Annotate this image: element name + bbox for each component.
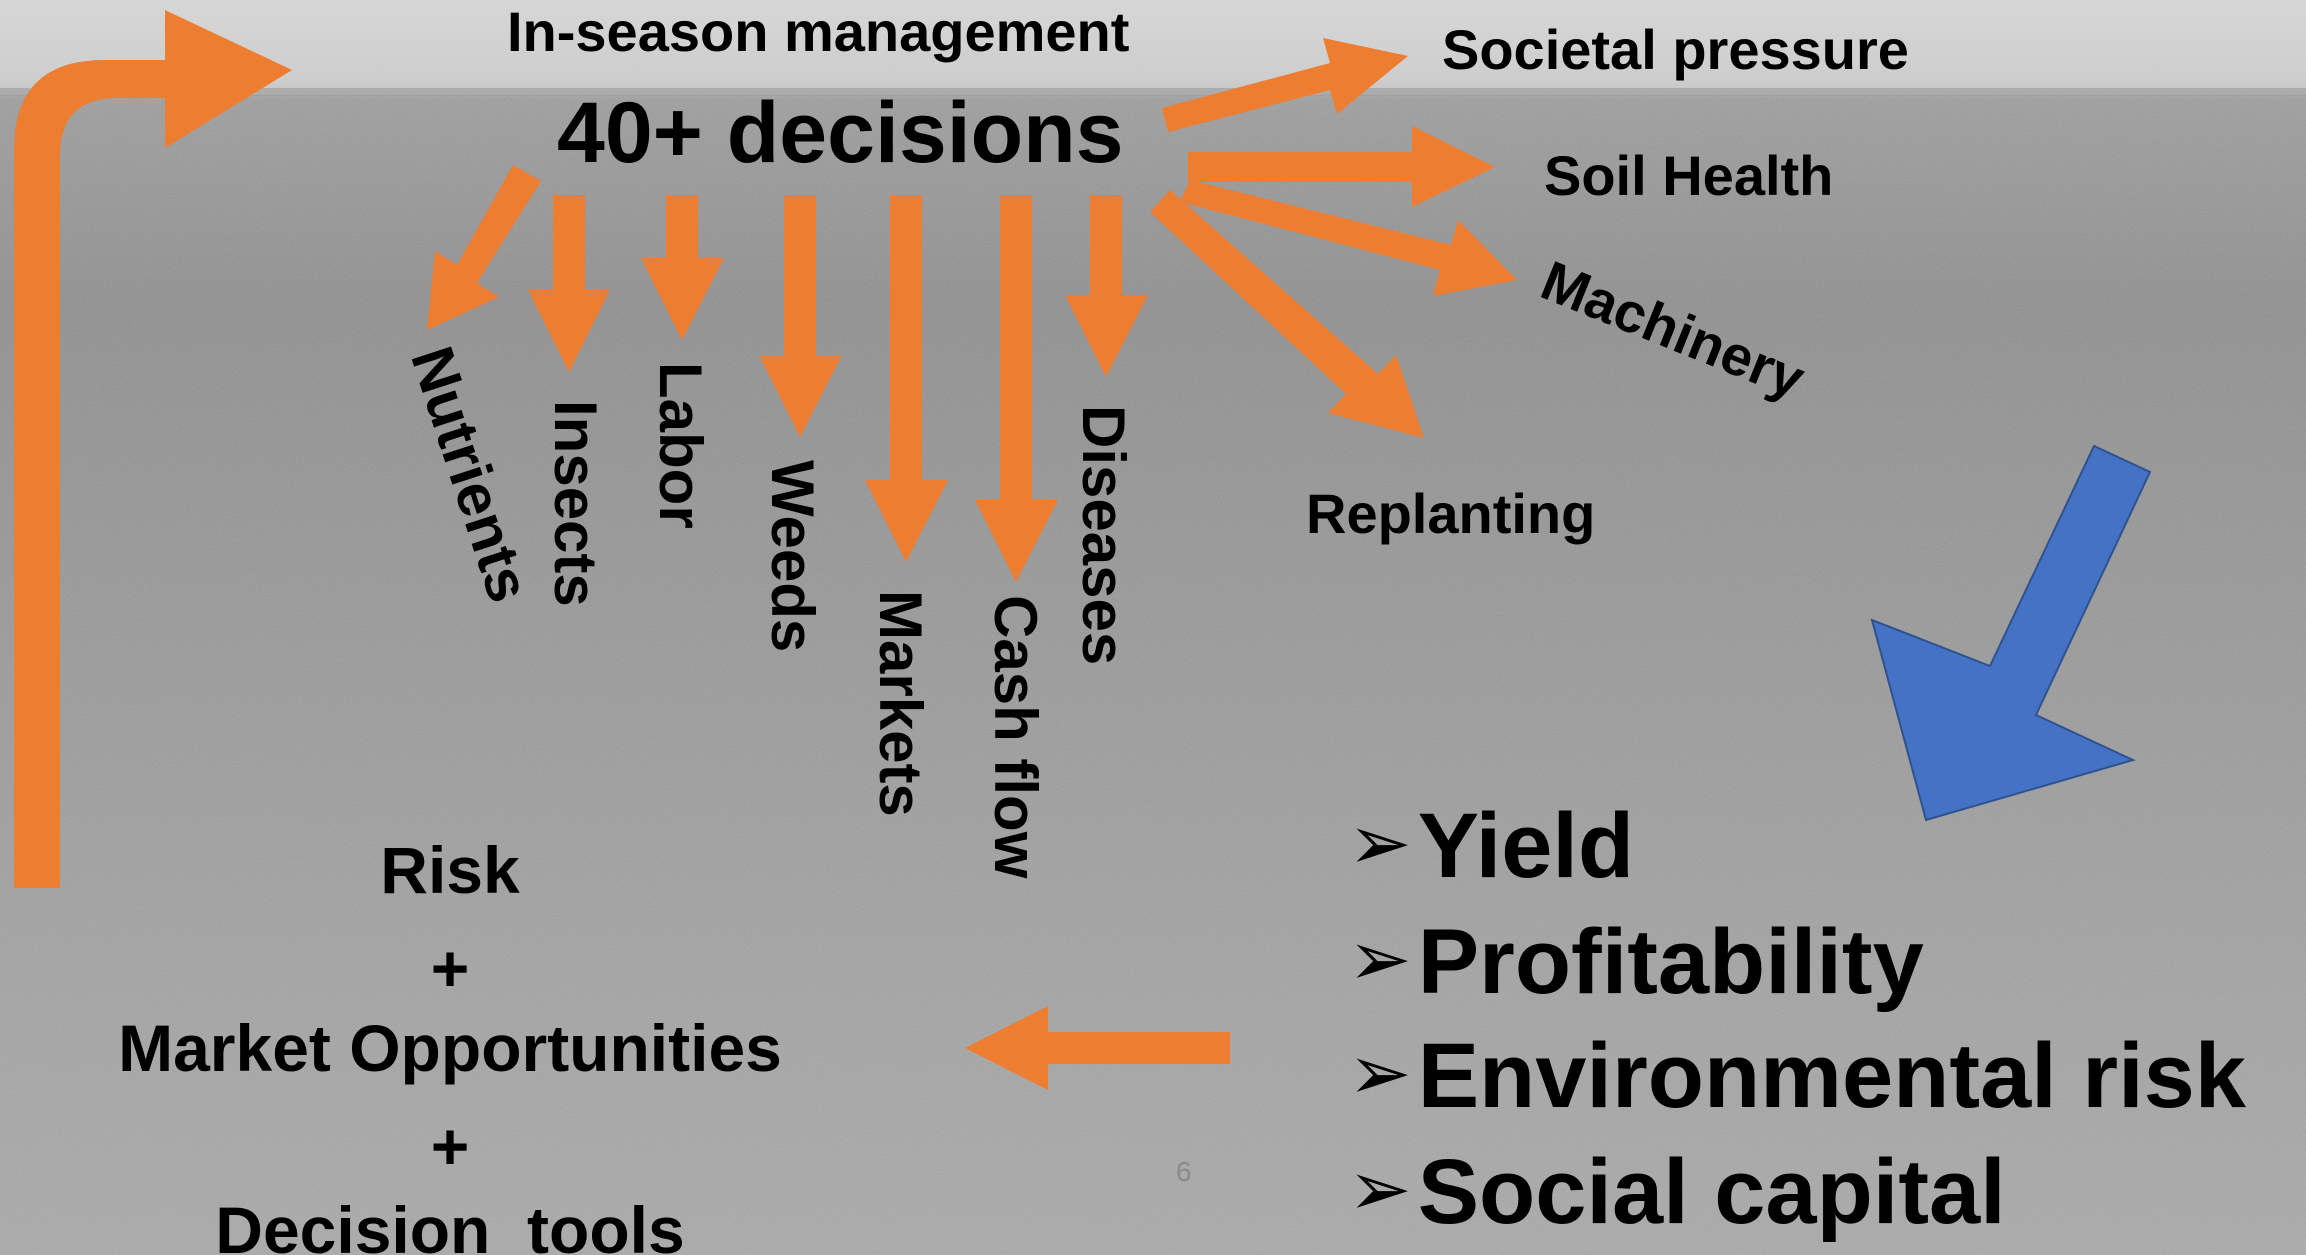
decision-tools-label: Decision tools (215, 1193, 685, 1255)
outcome-label: Social capital (1417, 1141, 2006, 1243)
arrow-nutrients (427, 165, 541, 330)
outcome-label: Profitability (1417, 911, 1924, 1013)
arrow-bullet-icon: ➢ (1348, 798, 1412, 887)
page-number: 6 (1176, 1156, 1192, 1187)
outcome-label: Yield (1417, 795, 1635, 897)
label-replanting: Replanting (1306, 482, 1596, 545)
blue-arrow (1870, 444, 2152, 822)
outcome-environmental-risk: ➢Environmental risk (1348, 1030, 2246, 1122)
outcome-label: Environmental risk (1417, 1025, 2246, 1127)
arrow-diseases (1065, 195, 1148, 377)
label-labor: Labor (647, 362, 714, 529)
risk-plus-2: + (430, 1109, 470, 1183)
arrow-insects (528, 195, 610, 372)
curved-return-arrow (14, 10, 292, 888)
arrow-to-risk (965, 1006, 1230, 1090)
arrow-markets (865, 195, 948, 562)
outcome-yield: ➢Yield (1348, 800, 1634, 892)
label-insects: Insects (542, 400, 609, 607)
label-markets: Markets (867, 590, 934, 817)
arrow-soil (1188, 126, 1495, 207)
risk-label: Risk (380, 833, 520, 907)
label-societal-pressure: Societal pressure (1442, 18, 1909, 81)
arrow-weeds (759, 195, 842, 437)
arrow-bullet-icon: ➢ (1348, 1144, 1412, 1233)
label-soil-health: Soil Health (1544, 144, 1834, 207)
arrow-machinery (1180, 180, 1517, 296)
arrow-bullet-icon: ➢ (1348, 1028, 1412, 1117)
outcome-social-capital: ➢Social capital (1348, 1146, 2006, 1238)
arrow-labor (641, 195, 724, 340)
label-cash-flow: Cash flow (982, 595, 1049, 879)
label-weeds: Weeds (759, 460, 826, 653)
risk-plus-1: + (430, 931, 470, 1005)
arrow-bullet-icon: ➢ (1348, 914, 1412, 1003)
down-arrows (528, 195, 1148, 582)
arrow-societal (1162, 38, 1408, 132)
outcome-profitability: ➢Profitability (1348, 916, 1924, 1008)
decisions-count: 40+ decisions (557, 85, 1124, 181)
header-title: In-season management (507, 0, 1130, 63)
arrow-replanting (1150, 190, 1424, 438)
arrow-cashflow (975, 195, 1058, 582)
label-diseases: Diseases (1070, 405, 1137, 666)
market-opportunities-label: Market Opportunities (118, 1011, 782, 1085)
